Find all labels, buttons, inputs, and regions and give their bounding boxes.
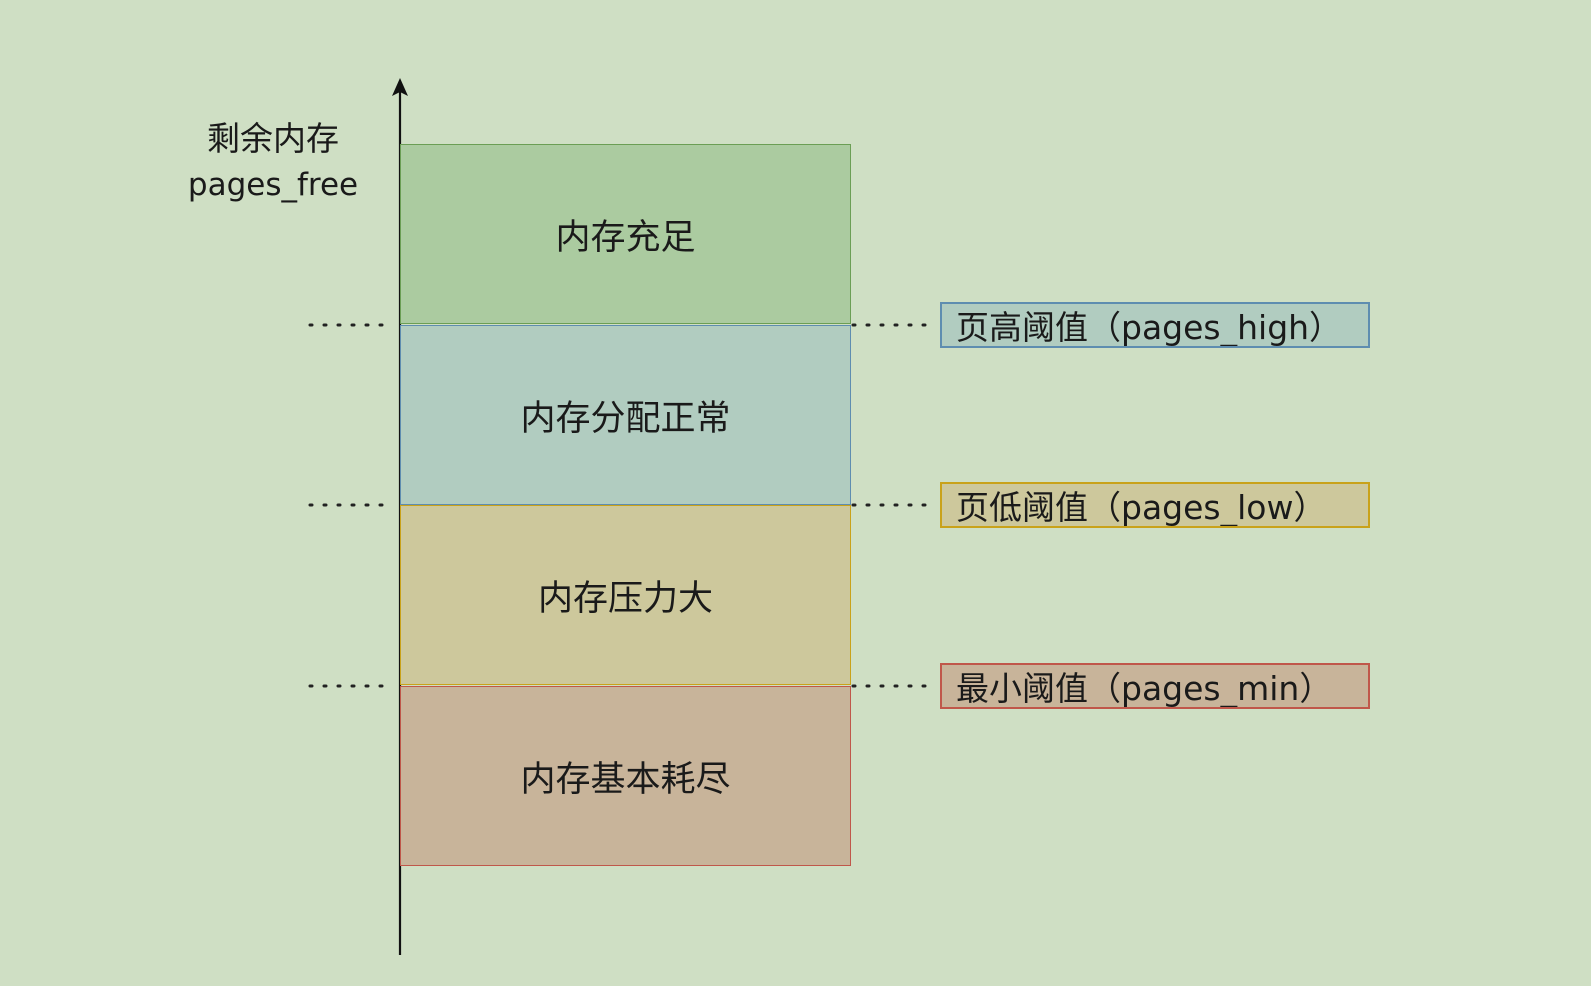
band-memory-exhausted: 内存基本耗尽 xyxy=(400,686,851,866)
band-label: 内存基本耗尽 xyxy=(520,759,731,800)
band-memory-sufficient: 内存充足 xyxy=(400,144,851,324)
threshold-pages-low: 页低阈值（pages_low） xyxy=(940,482,1370,528)
band-label: 内存充足 xyxy=(555,217,696,258)
band-memory-pressure: 内存压力大 xyxy=(400,505,851,685)
band-label: 内存分配正常 xyxy=(520,398,731,439)
threshold-pages-high: 页高阈值（pages_high） xyxy=(940,302,1370,348)
band-label: 内存压力大 xyxy=(537,578,713,619)
band-allocation-normal: 内存分配正常 xyxy=(400,325,851,505)
y-axis-label-line1: 剩余内存 xyxy=(207,119,339,158)
y-axis-label: 剩余内存 pages_free xyxy=(168,116,378,208)
y-axis-arrow-icon xyxy=(392,78,408,96)
threshold-pages-min: 最小阈值（pages_min） xyxy=(940,663,1370,709)
y-axis-label-line2: pages_free xyxy=(187,167,359,203)
